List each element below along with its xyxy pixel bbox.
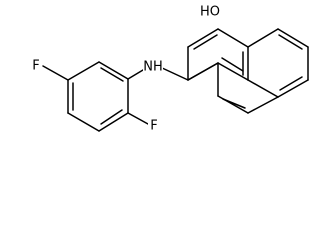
bond — [247, 28, 279, 48]
bond — [277, 79, 309, 98]
difluorophenyl-ring — [67, 61, 129, 132]
molecule-drawing: HO NH F F — [30, 4, 309, 134]
bond — [279, 76, 303, 91]
bond — [277, 28, 309, 48]
fluorine-label-bottom: F — [150, 119, 157, 134]
bond — [67, 61, 100, 81]
amine-label: NH — [143, 60, 163, 75]
hydroxyl-label: HO — [200, 5, 220, 20]
naphthalene-ring-a — [187, 28, 249, 81]
substituent-bonds — [42, 62, 219, 125]
naphthalene-lower-ring — [217, 62, 279, 114]
bond — [159, 66, 189, 81]
bond — [217, 62, 249, 81]
fluorine-label-top: F — [32, 59, 39, 74]
bond — [100, 109, 123, 125]
bond — [42, 65, 69, 81]
bond — [247, 79, 279, 98]
bond — [100, 67, 124, 82]
bond — [193, 34, 218, 50]
bond — [222, 98, 246, 109]
bond — [127, 112, 149, 125]
bond — [221, 57, 244, 72]
bond — [98, 61, 129, 80]
naphthalene-ring-b — [247, 28, 309, 98]
bond — [217, 28, 249, 48]
bond — [278, 34, 303, 50]
bond — [247, 96, 279, 114]
bond — [67, 112, 100, 132]
bond — [187, 28, 219, 48]
bond — [187, 62, 219, 81]
atom-labels: HO NH F F — [30, 4, 220, 134]
bond — [98, 112, 129, 132]
structure-diagram: HO NH F F — [30, 4, 309, 134]
